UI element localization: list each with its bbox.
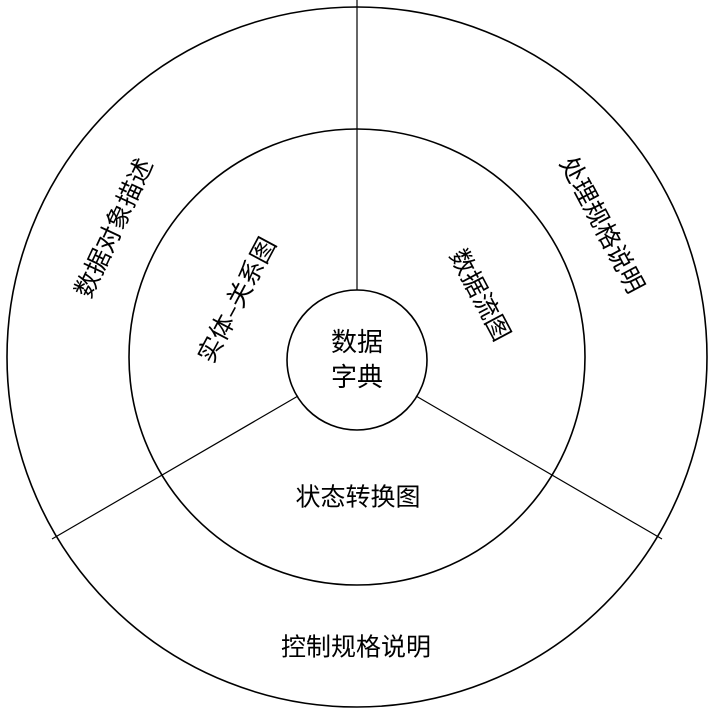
middle-ring-bottom-label: 状态转换图 [295,483,420,512]
center-circle [286,289,428,431]
middle-ring [128,128,586,586]
outer-ring-left-label: 数据对象描述 [69,154,159,302]
center-label-line1: 数据 [331,328,383,358]
divider-lower-left [51,395,299,540]
divider-lower-right [415,395,663,540]
center-label-line2: 字典 [331,363,383,393]
middle-ring-left-label: 实体–关系图 [192,232,282,367]
outer-ring-right-label: 处理规格说明 [554,152,650,298]
middle-ring-right-label: 数据流图 [444,244,517,346]
outer-ring [6,6,708,708]
outer-ring-bottom-label: 控制规格说明 [281,633,431,662]
